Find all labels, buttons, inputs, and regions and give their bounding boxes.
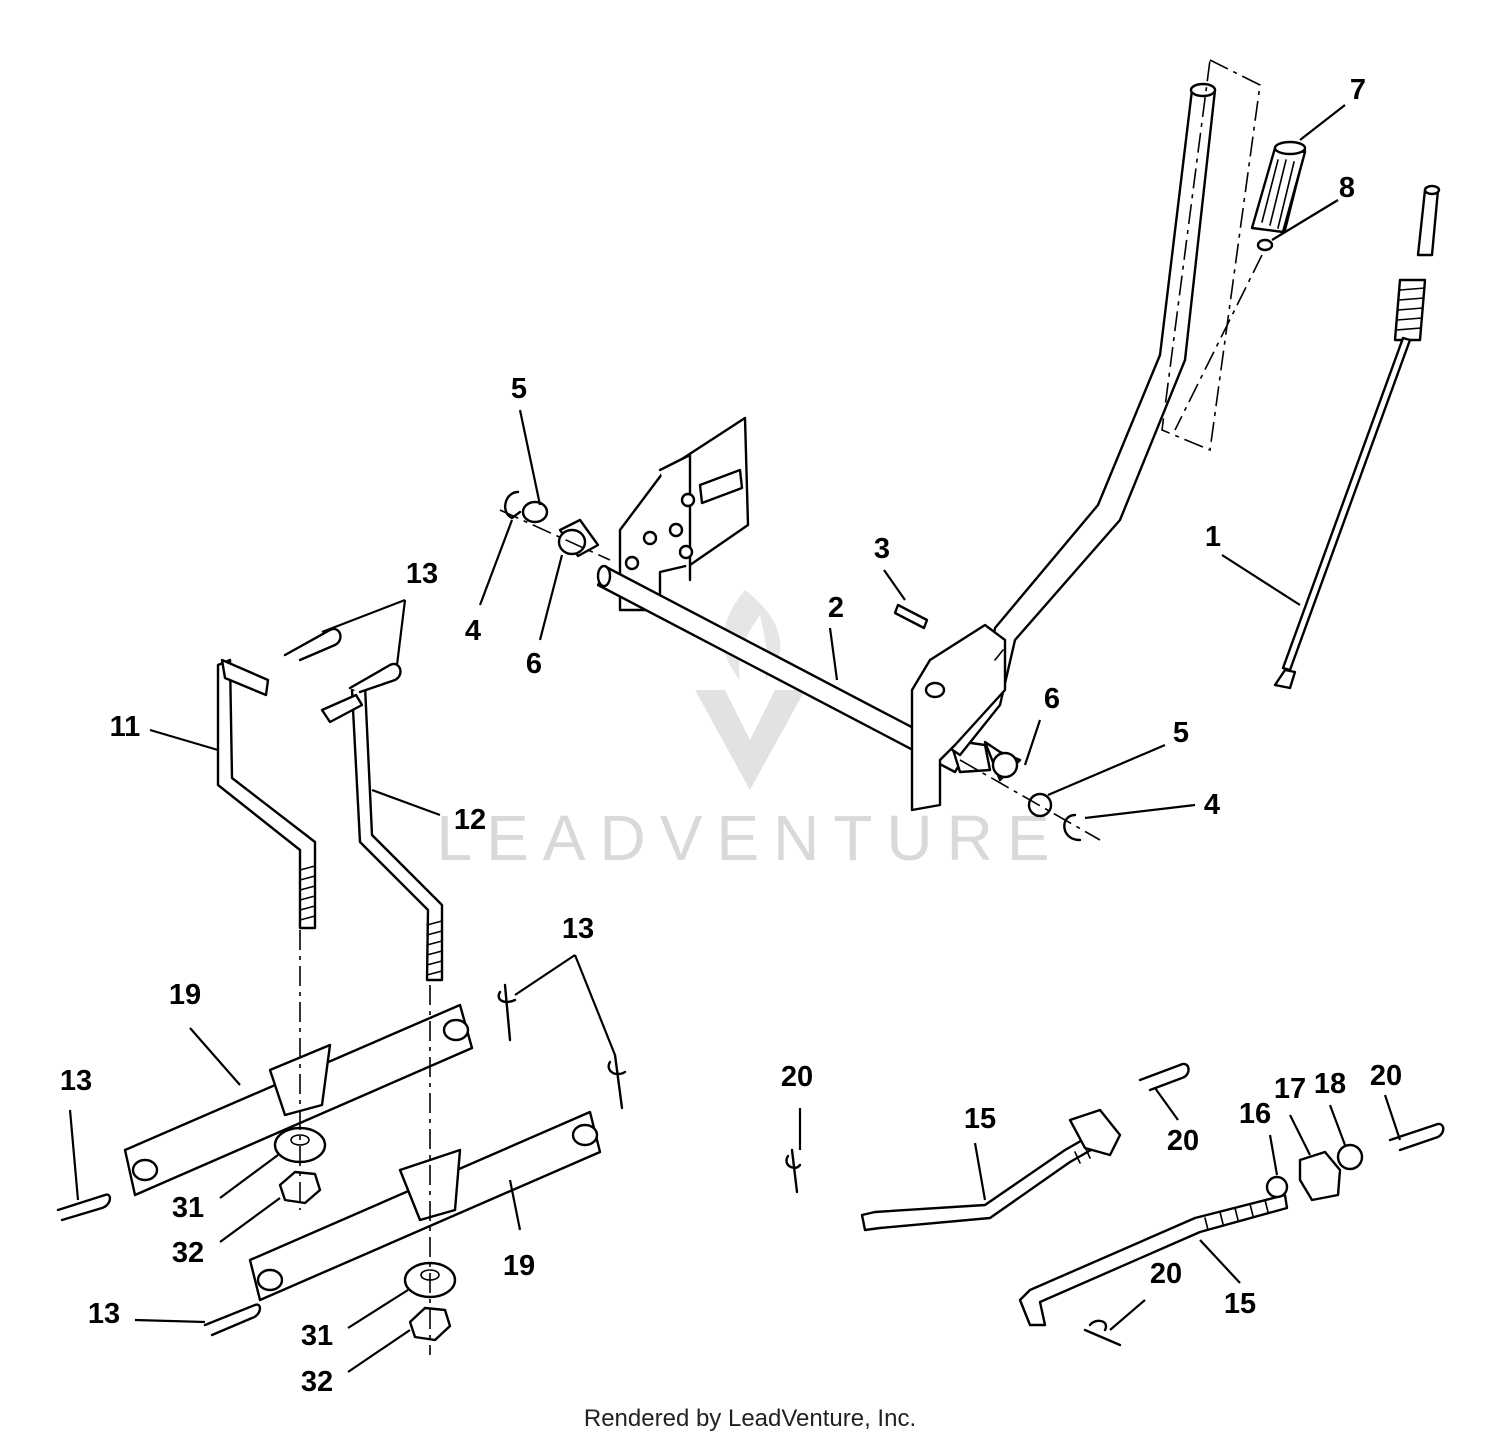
watermark-text: LEADVENTURE <box>437 802 1064 874</box>
grip-position-box <box>1161 59 1261 452</box>
callout-18: 18 <box>1314 1068 1346 1100</box>
callout-32-upper: 32 <box>172 1237 204 1269</box>
callout-16: 16 <box>1239 1098 1271 1130</box>
cotter-pin-20a <box>785 1148 802 1194</box>
hair-pin-13f <box>203 1303 262 1337</box>
lift-rod-12 <box>350 684 444 982</box>
cotter-pin-20b <box>1138 1062 1190 1092</box>
nut-16 <box>1265 1175 1289 1199</box>
callout-11: 11 <box>110 711 141 743</box>
callout-6-right: 6 <box>1044 683 1060 715</box>
callout-13-right: 13 <box>562 913 594 945</box>
cotter-pin-20d <box>1083 1319 1122 1347</box>
callout-12: 12 <box>454 804 486 836</box>
watermark-logo <box>695 690 805 790</box>
callout-1: 1 <box>1205 521 1221 553</box>
callout-labels: 1 2 3 4 4 5 5 6 6 7 8 11 12 13 13 13 13 … <box>60 74 1402 1398</box>
callout-20-bottom: 20 <box>1150 1258 1182 1290</box>
callout-32-lower: 32 <box>301 1366 333 1398</box>
hair-pin-13b <box>348 662 402 694</box>
lift-rod-11 <box>216 658 317 930</box>
nut-18 <box>1336 1143 1364 1171</box>
callout-15-upper: 15 <box>964 1103 996 1135</box>
height-adjust-cable <box>1273 184 1441 690</box>
callout-13-top: 13 <box>406 558 438 590</box>
deck-rod-lower <box>1018 1193 1289 1327</box>
callout-4-right: 4 <box>1204 789 1220 821</box>
cotter-pin-20c <box>1388 1122 1445 1152</box>
deck-rod-upper <box>860 1128 1107 1232</box>
roll-pin <box>893 603 929 630</box>
callout-4-left: 4 <box>465 615 481 647</box>
callout-3: 3 <box>874 533 890 565</box>
callout-8: 8 <box>1339 172 1355 204</box>
callout-7: 7 <box>1350 74 1366 106</box>
left-shaft-hardware <box>504 490 600 558</box>
callout-31-lower: 31 <box>301 1320 333 1352</box>
trunnion-17 <box>1298 1150 1342 1202</box>
hair-pin-13e <box>56 1193 112 1222</box>
callout-2: 2 <box>828 592 844 624</box>
callout-5-left: 5 <box>511 373 527 405</box>
callout-15-lower: 15 <box>1224 1288 1256 1320</box>
callout-31-upper: 31 <box>172 1192 204 1224</box>
callout-20-left: 20 <box>781 1061 813 1093</box>
callout-6-left: 6 <box>526 648 542 680</box>
callout-13-bottom: 13 <box>88 1298 120 1330</box>
rendered-by-credit: Rendered by LeadVenture, Inc. <box>583 1405 917 1432</box>
callout-19-upper: 19 <box>169 979 201 1011</box>
lift-handle <box>910 82 1217 812</box>
callout-5-right: 5 <box>1173 717 1189 749</box>
leader-lines <box>68 104 1402 1373</box>
hair-pin-13d <box>607 1053 627 1110</box>
mounting-plate <box>618 416 750 612</box>
callout-20-right: 20 <box>1370 1060 1402 1092</box>
callout-19-lower: 19 <box>503 1250 535 1282</box>
callout-17: 17 <box>1274 1073 1306 1105</box>
hair-pin-13a <box>283 627 342 662</box>
callout-20-mid: 20 <box>1167 1125 1199 1157</box>
hair-pin-13c <box>497 983 517 1042</box>
handle-grip <box>1250 140 1307 234</box>
lift-shaft <box>596 564 992 774</box>
grip-screw <box>1256 238 1274 252</box>
watermark: LEADVENTURE <box>437 590 1064 874</box>
callout-13-left: 13 <box>60 1065 92 1097</box>
